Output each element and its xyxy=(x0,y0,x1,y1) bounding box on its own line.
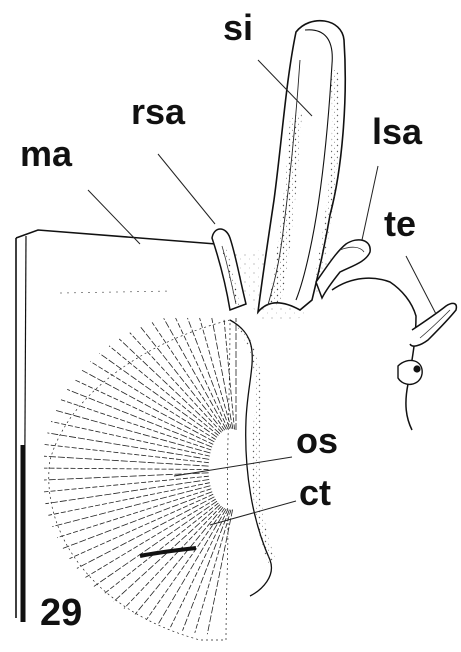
label-te: te xyxy=(384,206,416,242)
gill-lamella xyxy=(200,318,232,429)
gill-lamella xyxy=(77,497,215,569)
label-rsa: rsa xyxy=(131,94,185,130)
gill-lamella xyxy=(109,346,218,436)
figure-number: 29 xyxy=(40,594,82,632)
label-lsa: lsa xyxy=(372,114,422,150)
gill-lamella xyxy=(47,433,209,460)
gill-lamella xyxy=(85,499,216,578)
leader-os xyxy=(174,457,292,476)
gill-lamella xyxy=(44,456,209,466)
label-ct: ct xyxy=(299,475,331,511)
gill-lamella xyxy=(188,318,230,429)
gill-lamella xyxy=(103,503,218,594)
gill-lamella xyxy=(94,501,217,586)
gill-lamella xyxy=(82,370,214,442)
gill-lamella xyxy=(146,508,224,620)
gill-lamella xyxy=(44,468,209,469)
gill-lamella xyxy=(176,318,228,429)
label-ma: ma xyxy=(20,136,72,172)
gill-lamella xyxy=(61,400,211,450)
gill-lamella xyxy=(57,489,211,538)
gill-lamella xyxy=(183,510,230,631)
leader-lsa xyxy=(362,166,378,240)
gill-lamella xyxy=(45,445,209,463)
gill-lamella xyxy=(158,509,226,624)
gill-lamella xyxy=(99,353,217,437)
mantle xyxy=(16,230,216,618)
gill-lamella xyxy=(45,480,209,504)
gill-lamella xyxy=(207,510,232,635)
label-si: si xyxy=(223,10,253,46)
gill-lamella xyxy=(141,327,223,431)
leader-te xyxy=(406,256,436,314)
label-os: os xyxy=(296,423,338,459)
gill-lamella xyxy=(90,362,215,440)
gill-lamella xyxy=(48,483,209,516)
gill-lamella xyxy=(119,339,220,434)
leader-rsa xyxy=(158,154,215,224)
head xyxy=(332,278,456,430)
eye-dot xyxy=(413,365,420,372)
